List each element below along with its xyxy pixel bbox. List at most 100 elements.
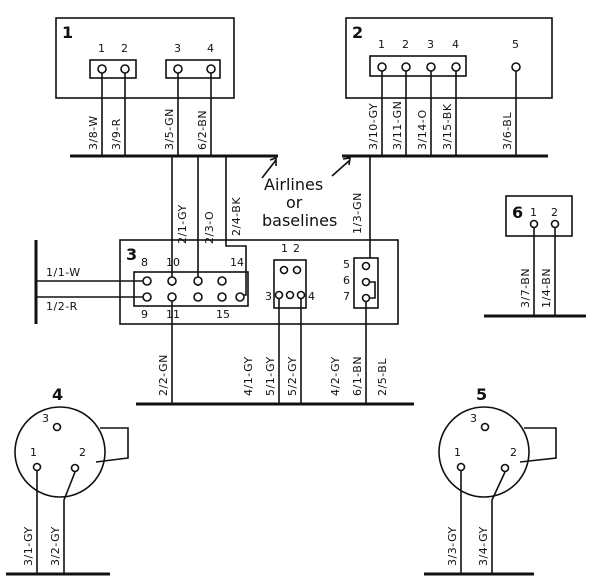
component-2-pin-label: 1: [378, 38, 385, 51]
pin-terminal: [401, 62, 411, 72]
component-1-pin-label: 4: [207, 42, 214, 55]
component-5-tab: [519, 427, 557, 463]
component-1-plug-b: [165, 59, 221, 79]
component-2-pin-label: 2: [402, 38, 409, 51]
component-3-plug: [133, 271, 249, 307]
wire-label: 3/10-GY: [367, 103, 380, 150]
component-2-pin-label: 4: [452, 38, 459, 51]
pin-terminal: [142, 292, 152, 302]
component-3-box: [119, 239, 399, 325]
wire-label: 3/4-GY: [477, 526, 490, 566]
wire-label: 3/11-GN: [391, 101, 404, 150]
component-2-plug: [369, 55, 467, 77]
arrowhead-right: [342, 157, 351, 166]
wire-label: 2/2-GN: [157, 354, 170, 396]
component-3: 3 8 10 14 9 11 15 1 2 3 4 5 6 7: [119, 239, 399, 325]
component-5-number: 5: [476, 385, 487, 404]
leader-arrow-right: [331, 159, 351, 177]
pin-terminal: [167, 292, 177, 302]
switch-pin-label: 7: [343, 290, 350, 303]
pin-terminal: [377, 62, 387, 72]
pin-terminal: [120, 64, 130, 74]
component-3-number: 3: [126, 245, 137, 264]
component-4: 4 1 2 3 3/1-GY 3/2-GY: [6, 385, 129, 576]
wire-label: 3/8-W: [87, 115, 100, 150]
pin-terminal: [511, 62, 521, 72]
wire-label: 2/5-BL: [376, 358, 389, 396]
component-3-pin-label: 10: [166, 256, 180, 269]
wire-label: 1/4-BN: [540, 268, 553, 308]
component-3-pin-label: 15: [216, 308, 230, 321]
component-5-pin-label: 2: [510, 446, 517, 459]
wire-label: 5/2-GY: [286, 356, 299, 396]
wire-label: 1/1-W: [46, 266, 81, 279]
relay-block: [273, 259, 307, 309]
component-2-pin-label: 5: [512, 38, 519, 51]
component-3-pin-label: 9: [141, 308, 148, 321]
annotation-line-3: baselines: [262, 211, 337, 230]
component-1-pin-label: 3: [174, 42, 181, 55]
wire-label: 2/3-O: [203, 211, 216, 244]
component-4-pin-label: 2: [79, 446, 86, 459]
component-3-pin-label: 11: [166, 308, 180, 321]
pin-terminal: [32, 462, 42, 472]
component-5-body: [438, 406, 530, 498]
component-2: 2 1 2 3 4 5 3/10-GY 3/11-GN 3/14-O 3/15-…: [345, 17, 553, 156]
wire-label: 6/2-BN: [196, 110, 209, 150]
pin-terminal: [451, 62, 461, 72]
wire-label: 2/1-GY: [176, 204, 189, 244]
component-1: 1 1 2 3 4 3/8-W 3/9-R 3/5-GN 6/2-BN: [55, 17, 235, 156]
switch-pin-label: 5: [343, 258, 350, 271]
pin-terminal: [70, 463, 80, 473]
component-5: 5 1 2 3 3/3-GY 3/4-GY: [424, 385, 557, 576]
component-6: 6 1 2 3/7-BN 1/4-BN: [484, 195, 586, 318]
pin-terminal: [217, 276, 227, 286]
leader-arrow-left: [261, 159, 277, 179]
pin-terminal: [361, 261, 371, 271]
pin-terminal: [296, 290, 306, 300]
pin-terminal: [235, 292, 245, 302]
component-3-pin-label: 8: [141, 256, 148, 269]
pin-terminal: [52, 422, 62, 432]
pin-terminal: [529, 219, 539, 229]
relay-pin-label: 3: [265, 290, 272, 303]
component-3-pin-label: 14: [230, 256, 244, 269]
wire-label: 3/9-R: [110, 118, 123, 150]
pin-terminal: [550, 219, 560, 229]
component-2-number: 2: [352, 23, 363, 42]
pin-terminal: [456, 462, 466, 472]
wire-label: 1/3-GN: [351, 192, 364, 234]
arrowhead-left: [269, 156, 277, 166]
airlines-annotation: Airlines or baselines: [261, 156, 351, 230]
component-4-number: 4: [52, 385, 63, 404]
wire-label: 3/5-GN: [163, 108, 176, 150]
wire-label: 4/1-GY: [242, 356, 255, 396]
relay-pin-label: 4: [308, 290, 315, 303]
wire-label: 6/1-BN: [351, 356, 364, 396]
component-6-pin-label: 1: [530, 206, 537, 219]
pin-terminal: [206, 64, 216, 74]
pin-terminal: [361, 277, 371, 287]
component-5-pin-label: 3: [470, 412, 477, 425]
relay-pin-label: 1: [281, 242, 288, 255]
pin-terminal: [500, 463, 510, 473]
wire-label: 3/15-BK: [441, 103, 454, 150]
pin-terminal: [193, 276, 203, 286]
pin-terminal: [274, 290, 284, 300]
component-2-pin-label: 3: [427, 38, 434, 51]
wire-label: 3/6-BL: [501, 112, 514, 150]
component-4-tab: [95, 427, 129, 463]
pin-terminal: [292, 265, 302, 275]
pin-terminal: [279, 265, 289, 275]
relay-pin-label: 2: [293, 242, 300, 255]
component-6-pin-label: 2: [551, 206, 558, 219]
pin-terminal: [285, 290, 295, 300]
pin-terminal: [167, 276, 177, 286]
pin-terminal: [426, 62, 436, 72]
component-4-pin-label: 1: [30, 446, 37, 459]
component-1-number: 1: [62, 23, 73, 42]
wire-label: 5/1-GY: [264, 356, 277, 396]
pin-terminal: [97, 64, 107, 74]
component-1-box: [55, 17, 235, 99]
